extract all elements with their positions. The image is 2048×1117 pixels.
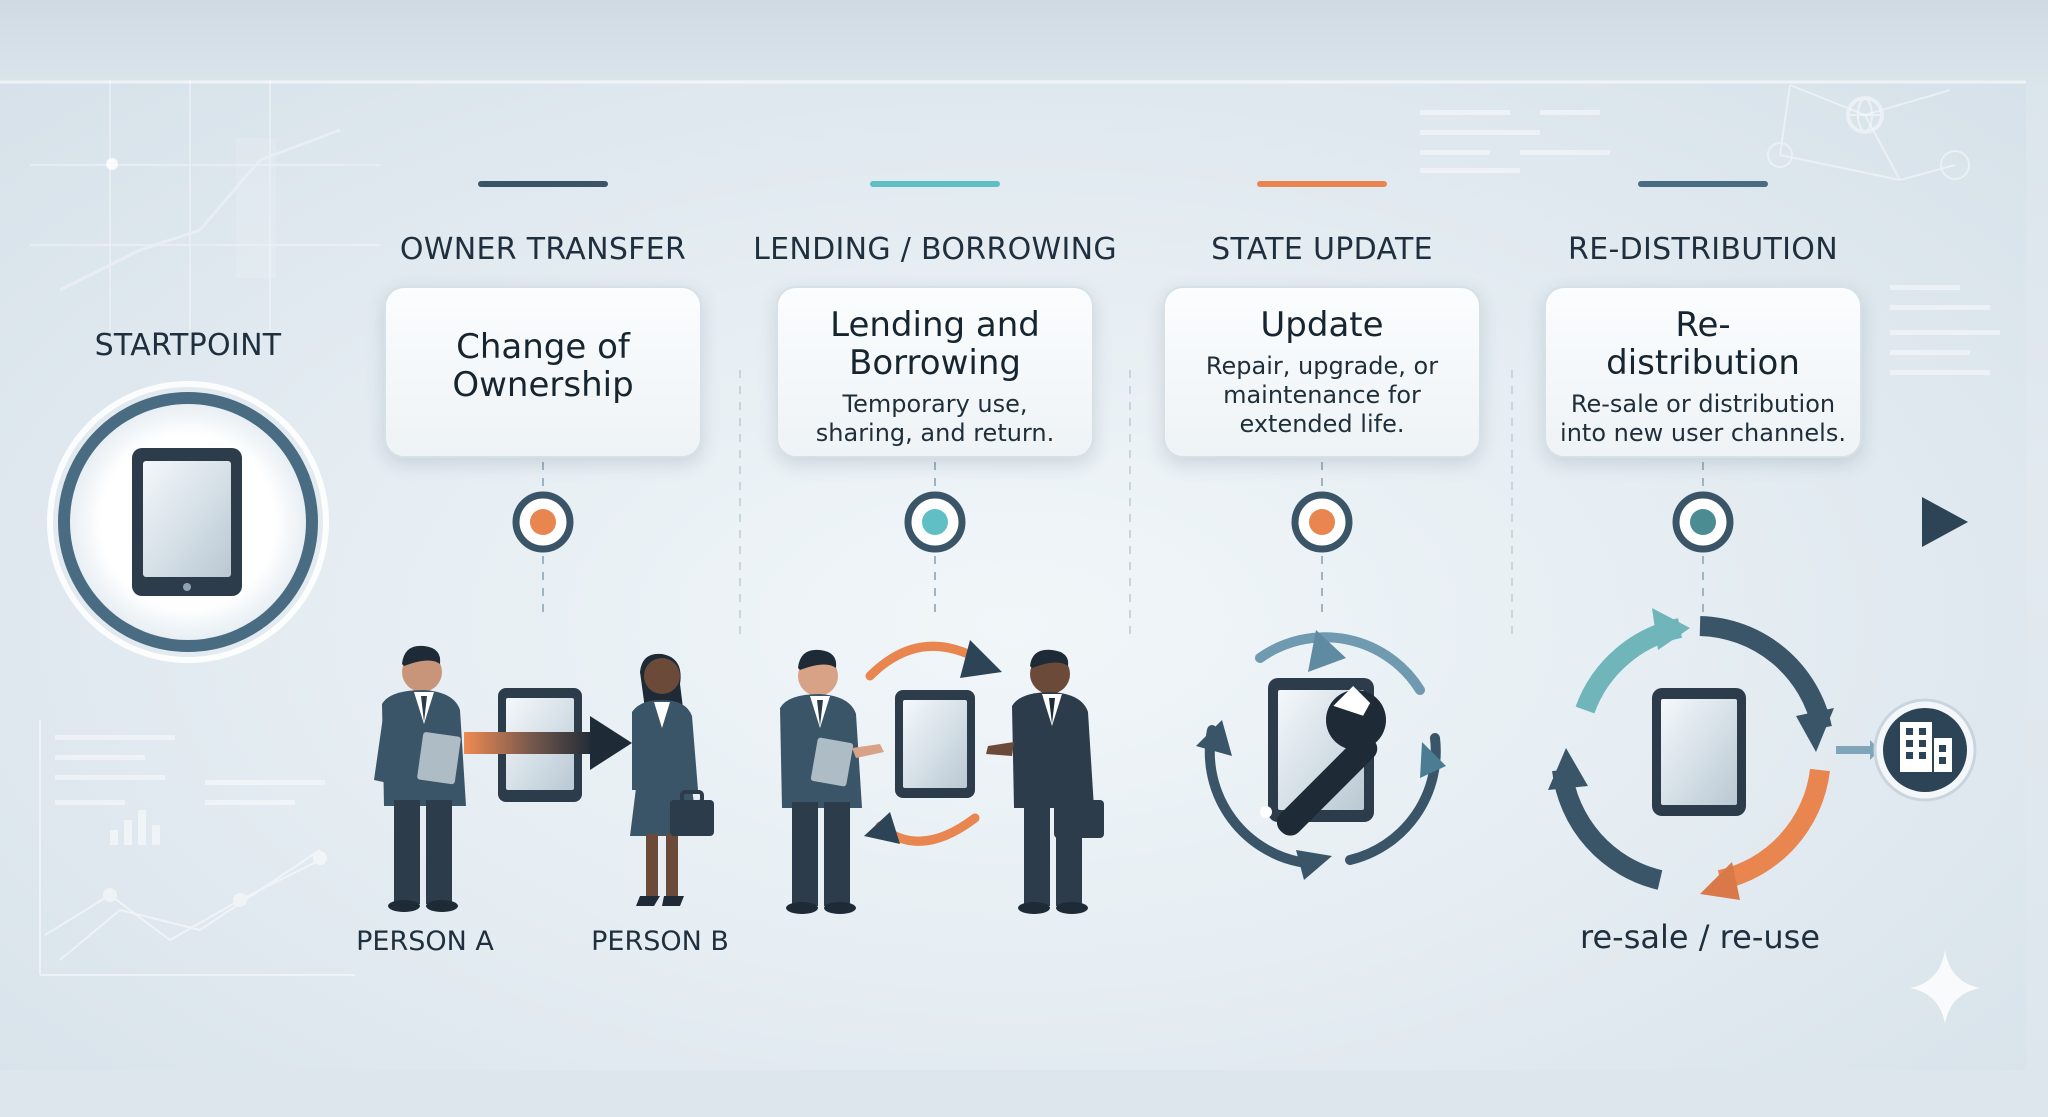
dashed-connectors	[543, 370, 1703, 640]
sparkle-icon	[1910, 950, 1980, 1024]
timeline-node	[1295, 495, 1349, 549]
stage-accent-bar	[1257, 181, 1387, 187]
briefcase-icon	[670, 800, 714, 836]
stage-card-description: Repair, upgrade, or maintenance for exte…	[1179, 352, 1465, 439]
stage-label: RE-DISTRIBUTION	[1568, 232, 1838, 267]
stage-label: OWNER TRANSFER	[400, 232, 686, 267]
person-b-figure	[630, 654, 714, 906]
stage-card-title: Update	[1179, 306, 1465, 344]
timeline-node	[908, 495, 962, 549]
startpoint-node	[50, 384, 326, 660]
globe-icon	[1849, 99, 1881, 131]
timeline-node	[1676, 495, 1730, 549]
building-icon	[1875, 700, 1975, 800]
briefcase-icon	[1054, 800, 1104, 838]
stage-accent-bar	[1638, 181, 1768, 187]
stage-card-description: Temporary use, sharing, and return.	[792, 390, 1078, 448]
tablet-icon	[132, 448, 242, 596]
timeline-arrowhead	[1922, 497, 1968, 547]
stage-card: Change of Ownership	[384, 286, 702, 458]
person-a-label: PERSON A	[356, 926, 494, 957]
stage-label: STATE UPDATE	[1211, 232, 1433, 267]
tablet-icon	[1652, 688, 1746, 816]
transfer-arrow	[464, 732, 594, 754]
startpoint-label: STARTPOINT	[95, 328, 282, 363]
lender-figure	[780, 650, 884, 914]
stage-card-title: Lending and Borrowing	[792, 306, 1078, 382]
stage-label: LENDING / BORROWING	[753, 232, 1117, 267]
owner-transfer-illustration	[374, 646, 714, 912]
stage-accent-bar	[870, 181, 1000, 187]
redistribution-illustration	[1548, 608, 1975, 900]
background-chart-top-left	[30, 80, 380, 330]
lending-illustration	[780, 640, 1104, 914]
stage-card-description: Re-sale or distribution into new user ch…	[1560, 390, 1846, 448]
person-a-figure	[374, 646, 466, 912]
stage-accent-bar	[478, 181, 608, 187]
borrower-figure	[986, 650, 1104, 914]
resale-label: re-sale / re-use	[1580, 918, 1820, 956]
stage-card-title: Change of Ownership	[400, 328, 686, 404]
person-b-label: PERSON B	[591, 926, 729, 957]
timeline-node	[516, 495, 570, 549]
stage-card-title: Re-distribution	[1560, 306, 1846, 382]
update-illustration	[1196, 630, 1446, 880]
